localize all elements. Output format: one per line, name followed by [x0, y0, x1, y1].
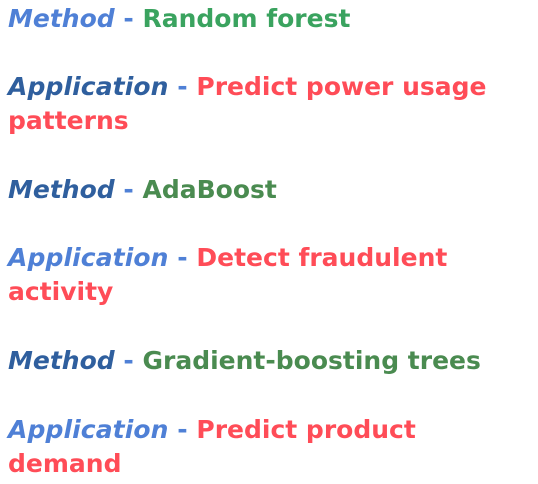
separator: - — [177, 415, 188, 444]
separator: - — [123, 346, 134, 375]
application-description: Predict product demand — [8, 415, 416, 478]
separator: - — [177, 243, 188, 272]
application-description: Predict power usage patterns — [8, 72, 487, 135]
method-name: AdaBoost — [142, 175, 277, 204]
method-name: Random forest — [142, 4, 351, 33]
method-label: Method — [8, 346, 115, 375]
separator: - — [123, 175, 134, 204]
method-entry-adaboost: Method - AdaBoost — [8, 173, 534, 207]
application-label: Application — [8, 72, 169, 101]
application-entry-power-usage: Application - Predict power usage patter… — [8, 70, 534, 138]
method-name: Gradient-boosting trees — [142, 346, 481, 375]
method-entry-random-forest: Method - Random forest — [8, 2, 534, 36]
method-label: Method — [8, 175, 115, 204]
application-description: Detect fraudulent activity — [8, 243, 448, 306]
application-label: Application — [8, 415, 169, 444]
separator: - — [177, 72, 188, 101]
application-label: Application — [8, 243, 169, 272]
method-label: Method — [8, 4, 115, 33]
separator: - — [123, 4, 134, 33]
method-entry-gradient-boosting: Method - Gradient-boosting trees — [8, 344, 534, 378]
application-entry-fraud-detection: Application - Detect fraudulent activity — [8, 241, 534, 309]
application-entry-product-demand: Application - Predict product demand — [8, 413, 534, 481]
